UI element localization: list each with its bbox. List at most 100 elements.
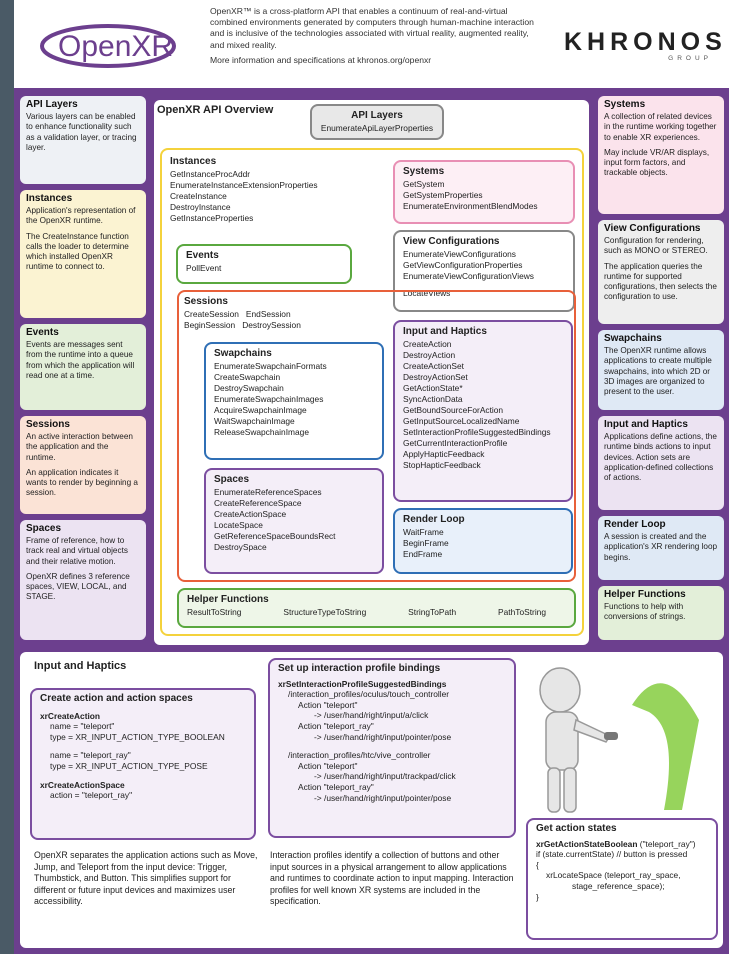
function-item: EnumerateSwapchainFormats (214, 361, 327, 371)
function-item: GetCurrentInteractionProfile (403, 438, 508, 448)
function-item: CreateActionSet (403, 361, 464, 371)
box-title: Input and Haptics (403, 326, 487, 337)
sidebar-systems: Systems A collection of related devices … (598, 96, 724, 214)
api-layers-box: API Layers EnumerateApiLayerProperties (310, 104, 444, 140)
box-title: Swapchains (214, 348, 272, 359)
sidebar-title: Systems (604, 99, 646, 110)
function-item: GetSystemProperties (403, 190, 483, 200)
sidebar-text: The CreateInstance function calls the lo… (26, 231, 129, 272)
function-item: SyncActionData (403, 394, 463, 404)
function-item: ResultToString (187, 607, 242, 617)
function-item: EndFrame (403, 549, 443, 559)
function-item: EnumerateViewConfigurationViews (403, 271, 534, 281)
function-item: GetInstanceProperties (170, 213, 254, 223)
function-item: GetActionState* (403, 383, 463, 393)
sidebar-text: The OpenXR runtime allows applications t… (604, 346, 712, 397)
instances-container (160, 148, 584, 636)
code-line: Action "teleport_ray" (298, 720, 374, 731)
code-line: action = "teleport_ray" (50, 790, 133, 801)
teleport-arc (632, 683, 699, 810)
code-line: -> /user/hand/right/input/pointer/pose (314, 792, 452, 803)
openxr-logo: OpenXR (40, 24, 176, 68)
sidebar-text: OpenXR defines 3 reference spaces, VIEW,… (26, 571, 130, 602)
intro-text: OpenXR™ is a cross-platform API that ena… (210, 6, 540, 70)
box-title: API Layers (351, 110, 403, 121)
code-line: xrCreateActionSpace (40, 779, 125, 790)
box-title: Create action and action spaces (40, 693, 193, 704)
sidebar-title: View Configurations (604, 223, 701, 234)
function-item: EnumerateReferenceSpaces (214, 487, 322, 497)
box-title: Get action states (536, 823, 617, 834)
swapchains-box: Swapchains EnumerateSwapchainFormats Cre… (204, 342, 384, 460)
sidebar-sessions: Sessions An active interaction between t… (20, 416, 146, 514)
sidebar-text: Frame of reference, how to track real an… (26, 536, 128, 566)
function-item: GetViewConfigurationProperties (403, 260, 523, 270)
intro-paragraph: OpenXR™ is a cross-platform API that ena… (210, 6, 534, 50)
code-line: -> /user/hand/right/input/a/click (314, 710, 429, 721)
function-item: DestroySession (242, 320, 301, 330)
profile-bindings-box: Set up interaction profile bindings xrSe… (268, 658, 516, 838)
code-line: if (state.currentState) // button is pre… (536, 849, 688, 860)
robot-illustration (539, 667, 699, 813)
function-item: EnumerateEnvironmentBlendModes (403, 201, 538, 211)
sidebar-view-configurations: View Configurations Configuration for re… (598, 220, 724, 324)
box-title: Sessions (184, 296, 228, 307)
function-item: AcquireSwapchainImage (214, 405, 307, 415)
function-item: StringToPath (408, 607, 457, 617)
sidebar-title: Helper Functions (604, 589, 686, 600)
code-line: Action "teleport_ray" (298, 781, 374, 792)
function-item: DestroyActionSet (403, 372, 468, 382)
function-item: CreateSession (184, 309, 239, 319)
sidebar-text: Configuration for rendering, such as MON… (604, 236, 708, 256)
code-line: { (536, 859, 539, 870)
sidebar-title: Spaces (26, 523, 62, 534)
function-item: EnumerateViewConfigurations (403, 249, 516, 259)
function-item: DestroySwapchain (214, 383, 284, 393)
khronos-group-text: GROUP (668, 55, 712, 62)
create-action-box: Create action and action spaces xrCreate… (30, 688, 256, 840)
function-item: GetInstanceProcAddr (170, 169, 251, 179)
code-line: xrSetInteractionProfileSuggestedBindings (278, 678, 447, 689)
code-line: name = "teleport_ray" (50, 750, 131, 761)
sidebar-title: Sessions (26, 419, 70, 430)
function-item: PollEvent (186, 263, 222, 273)
box-title: Render Loop (403, 514, 465, 525)
instances-box: Instances GetInstanceProcAddr EnumerateI… (166, 152, 376, 238)
function-item: BeginFrame (403, 538, 449, 548)
function-item: CreateActionSpace (214, 509, 287, 519)
code-line: /interaction_profiles/oculus/touch_contr… (288, 689, 450, 700)
code-line: ("teleport_ray") (637, 838, 696, 849)
sidebar-text: Applications define actions, the runtime… (604, 432, 717, 483)
sidebar-text: The application queries the runtime for … (604, 261, 717, 302)
header: OpenXR OpenXR™ is a cross-platform API t… (14, 0, 729, 88)
sidebar-title: API Layers (26, 99, 78, 110)
function-item: EnumerateApiLayerProperties (320, 123, 434, 133)
code-line: xrLocateSpace (teleport_ray_space, (546, 870, 681, 881)
input-haptics-heading: Input and Haptics (34, 660, 127, 672)
code-line: } (536, 891, 539, 902)
sidebar-instances: Instances Application's representation o… (20, 190, 146, 318)
code-line: xrCreateAction (40, 710, 101, 721)
function-item: CreateReferenceSpace (214, 498, 302, 508)
function-item: GetSystem (403, 179, 445, 189)
intro-link-text: More information and specifications at k… (210, 54, 432, 65)
function-item: DestroyAction (403, 350, 456, 360)
sidebar-title: Instances (26, 193, 73, 204)
sidebar-events: Events Events are messages sent from the… (20, 324, 146, 410)
sidebar-text: May include VR/AR displays, input form f… (604, 147, 710, 178)
overview-title: OpenXR API Overview (157, 104, 274, 116)
input-haptics-box: Input and Haptics CreateAction DestroyAc… (393, 320, 573, 502)
function-item: DestroyInstance (170, 202, 231, 212)
function-item: StopHapticFeedback (403, 460, 481, 470)
sidebar-text: A collection of related devices in the r… (604, 112, 717, 142)
sidebar-text: Functions to help with conversions of st… (604, 602, 686, 622)
sidebar-text: A session is created and the application… (604, 532, 718, 562)
function-item: CreateAction (403, 339, 452, 349)
systems-box: Systems GetSystem GetSystemProperties En… (393, 160, 575, 224)
sidebar-spaces: Spaces Frame of reference, how to track … (20, 520, 146, 640)
box-title: Events (186, 250, 219, 261)
code-line: type = XR_INPUT_ACTION_TYPE_POSE (50, 760, 208, 771)
function-item: ReleaseSwapchainImage (214, 427, 309, 437)
function-item: DestroySpace (214, 542, 267, 552)
function-item: ApplyHapticFeedback (403, 449, 485, 459)
